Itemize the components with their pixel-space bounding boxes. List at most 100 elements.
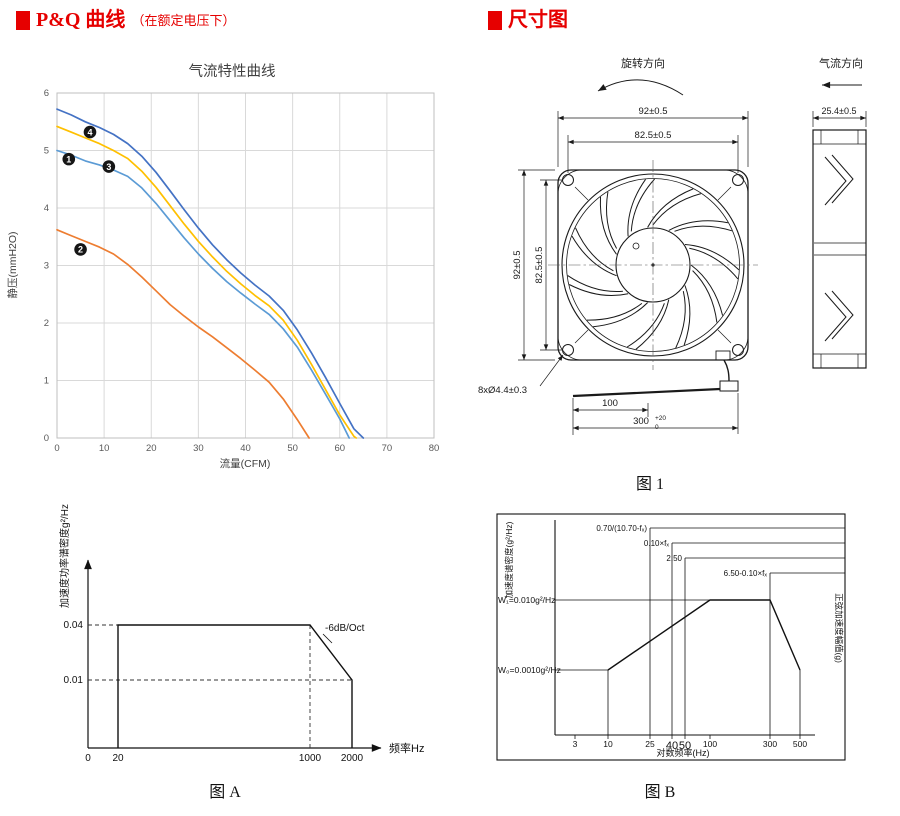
blade-edge	[674, 225, 733, 232]
formula-annotation: 0.70/(10.70-fₓ)	[596, 524, 647, 533]
mounting-hole	[732, 344, 744, 356]
lead-wire-group	[572, 359, 739, 398]
airflow-direction-label: 气流方向	[819, 56, 863, 70]
frame-corner-arcs	[557, 169, 749, 361]
blade-edge	[599, 196, 617, 255]
series-line-2	[56, 228, 310, 439]
x-tick-label: 500	[793, 739, 807, 749]
pq-section-title: P&Q 曲线	[36, 9, 126, 31]
blade-edge	[630, 178, 655, 232]
figB-xlabel: 对数频率(Hz)	[657, 747, 710, 758]
curve-badge-number: 3	[106, 162, 111, 172]
series-line-4	[56, 108, 365, 439]
red-square-bullet-icon	[16, 11, 30, 30]
x-tick-label: 25	[645, 739, 655, 749]
x-tick-label: 60	[334, 443, 345, 454]
blade-edge	[586, 303, 643, 321]
dim-hole-span-top: 82.5±0.5	[635, 130, 672, 141]
wire-bend	[723, 359, 730, 382]
curve-badge-circle	[102, 160, 116, 173]
x-tick-label: 40	[666, 740, 678, 752]
figure1-caption: 图 1	[635, 476, 664, 493]
pq-section-header: P&Q 曲线 （在额定电压下）	[16, 10, 235, 30]
dim-hole-span-left: 82.5±0.5	[534, 247, 545, 284]
blade-edge	[675, 290, 686, 349]
w1-label: W₁=0.010g²/Hz	[498, 595, 555, 605]
lead-dim-long-tol-lower: 0	[655, 424, 659, 431]
blade-edge	[684, 244, 740, 271]
pq-gridlines	[57, 93, 434, 438]
y-tick-label: 6	[44, 88, 49, 99]
blade-edge	[627, 179, 647, 237]
blade-edge	[575, 227, 614, 272]
y-tick-label: 4	[44, 203, 49, 214]
blade-profile	[831, 290, 854, 340]
dim-width-top: 92±0.5	[639, 106, 668, 117]
dimension-lines	[518, 111, 867, 435]
x-tick-label: 70	[382, 443, 393, 454]
red-square-bullet-icon	[488, 11, 502, 30]
mounting-hole	[562, 344, 574, 356]
blade-edge	[689, 247, 739, 280]
w0-label: W₀=0.0010g²/Hz	[498, 665, 561, 675]
mounting-hole	[562, 174, 574, 186]
x-tick-label: 100	[703, 739, 717, 749]
blade-edge	[568, 284, 629, 296]
wire-exit-block	[715, 350, 731, 361]
figA-slope-annotation: -6dB/Oct	[325, 623, 365, 634]
x-tick-label: 0	[54, 443, 59, 454]
dimension-drawing: 旋转方向 气流方向	[478, 56, 867, 435]
corner-webs	[574, 186, 732, 344]
formula-annotation: 6.50-0.10×fₓ	[724, 569, 768, 578]
curve-badge-number: 1	[66, 154, 71, 164]
y-tick-label: 5	[44, 146, 49, 157]
figB-ylabel-right: 正弦加速度幅值(g)	[834, 593, 844, 663]
x-tick-label: 80	[429, 443, 440, 454]
formula-annotation: 0.10×fₓ	[644, 539, 669, 548]
x-tick-label: 30	[193, 443, 204, 454]
blade-edge	[567, 275, 623, 293]
series-line-1	[56, 149, 351, 439]
blade-edge	[635, 299, 670, 350]
lead-dim-short: 100	[602, 398, 618, 409]
pq-plot-border	[56, 92, 435, 439]
blade-edge	[690, 264, 724, 316]
curve-badge-circle	[83, 125, 97, 139]
figB-ylabel: 加速度谱密度(g²/Hz)	[504, 521, 514, 598]
figB-border	[496, 513, 846, 761]
formula-annotation: 2.50	[666, 554, 682, 563]
curve-badge-circle	[74, 243, 87, 256]
curve-badge-number: 4	[87, 127, 92, 137]
level-label: 0.04	[64, 620, 84, 631]
blade-edge	[571, 235, 617, 277]
spectrum-profile	[117, 624, 353, 748]
x-tick-label: 40	[240, 443, 251, 454]
holes-callout: 8xØ4.4±0.3	[478, 385, 527, 396]
side-view-outline	[812, 129, 867, 369]
lead-dim-long-tol-upper: +20	[655, 415, 666, 422]
blade-edge	[593, 302, 648, 328]
blade-edge	[692, 270, 718, 323]
pq-ylabel: 静压(mmH2O)	[6, 231, 19, 298]
spectrum-profile	[607, 599, 801, 671]
blade-edge	[647, 188, 694, 228]
y-tick-label: 3	[44, 261, 49, 272]
x-tick-label: 3	[573, 739, 578, 749]
x-tick-label: 10	[99, 443, 110, 454]
x-tick-label: 20	[112, 753, 124, 764]
pq-xlabel: 流量(CFM)	[220, 457, 271, 470]
blade-edge	[683, 285, 691, 346]
dim-section-header: 尺寸图	[488, 10, 568, 30]
blade-edge	[605, 191, 618, 249]
pq-chart-title: 气流特性曲线	[189, 63, 276, 80]
hub-mark-circle	[632, 242, 640, 250]
x-tick-label: 1000	[299, 753, 322, 764]
blade-edge	[668, 220, 728, 231]
curve-badge-number: 2	[78, 245, 83, 255]
x-tick-label: 10	[603, 739, 613, 749]
